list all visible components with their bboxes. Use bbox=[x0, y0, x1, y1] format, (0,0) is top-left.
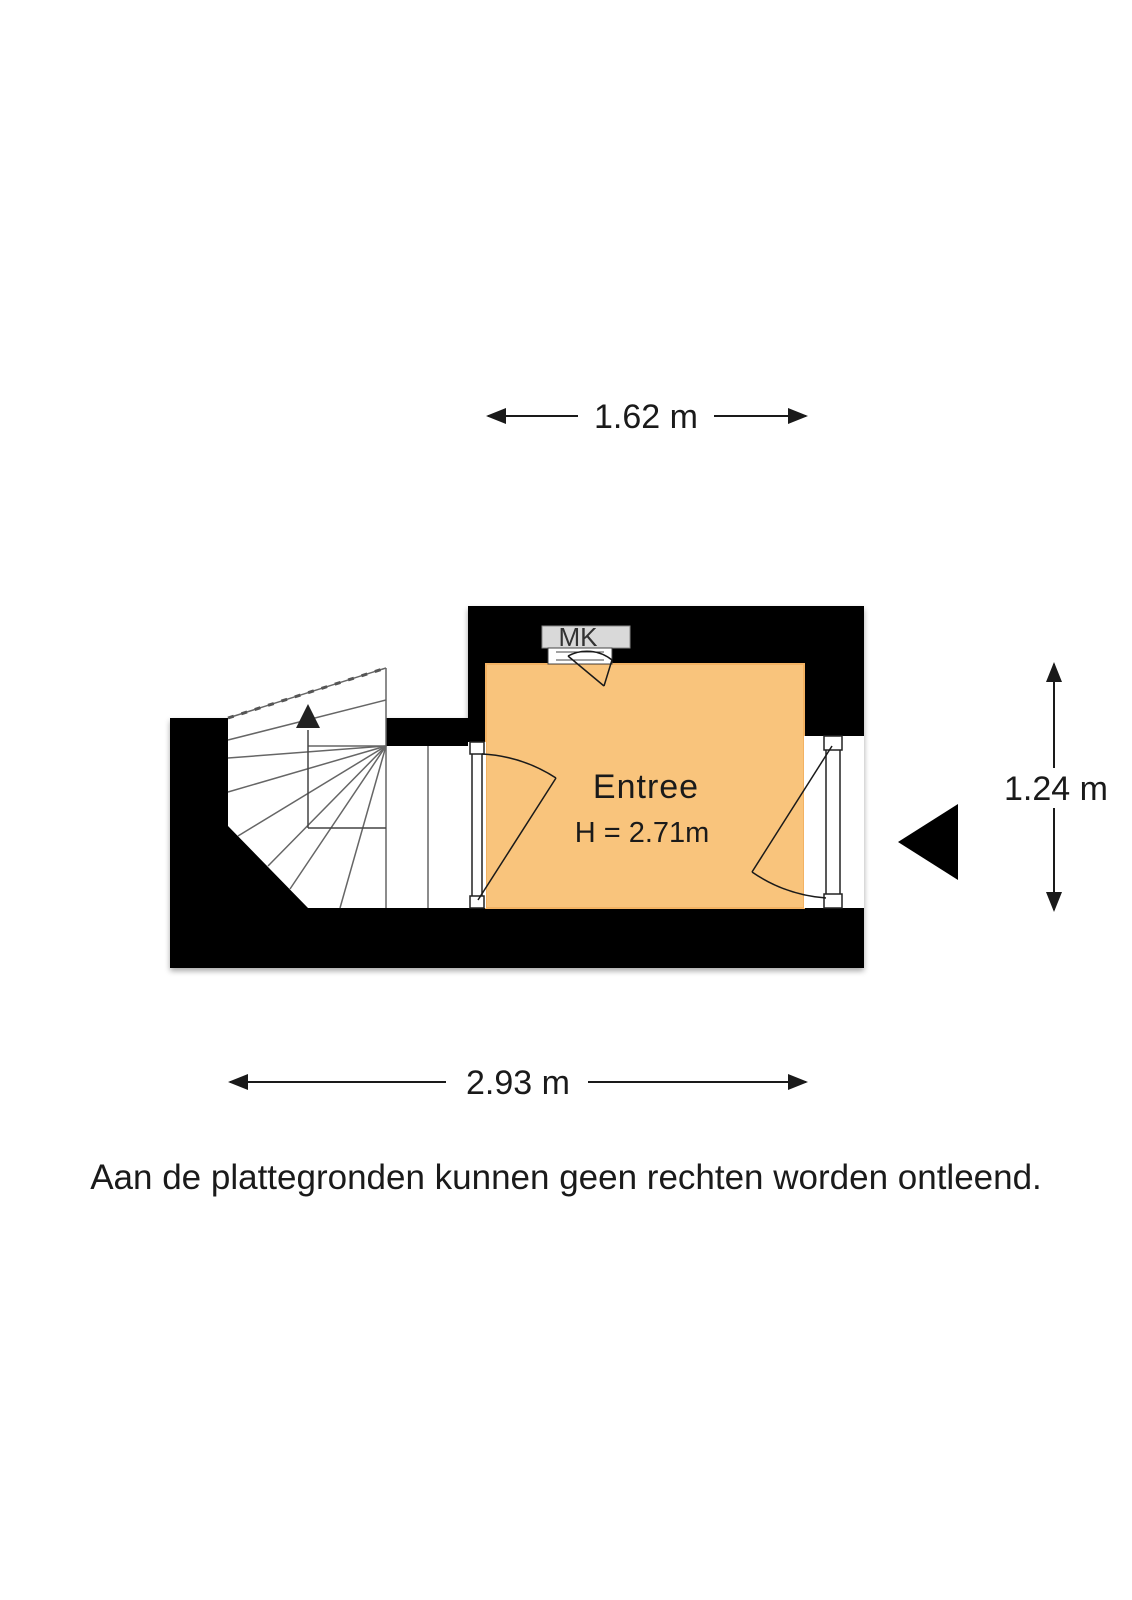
dimension-top-label: 1.62 m bbox=[594, 398, 698, 436]
staircase bbox=[227, 666, 468, 909]
meter-cupboard: MK bbox=[541, 622, 631, 687]
door-left bbox=[468, 741, 557, 909]
room-entree: Entree H = 2.71m bbox=[485, 663, 805, 909]
dimension-bottom-width: 2.93 m bbox=[228, 1064, 808, 1102]
left-triangle-icon bbox=[898, 804, 958, 880]
room-name-label: Entree bbox=[593, 768, 699, 806]
door-right bbox=[751, 735, 864, 909]
dimension-top-width: 1.62 m bbox=[486, 398, 808, 436]
meter-cupboard-label: MK bbox=[559, 622, 599, 652]
up-arrow-icon bbox=[296, 704, 320, 728]
room-height-label: H = 2.71m bbox=[575, 817, 710, 849]
dimension-right-height: 1.24 m bbox=[1004, 662, 1108, 912]
dimension-right-label: 1.24 m bbox=[1004, 770, 1108, 808]
disclaimer-text: Aan de plattegronden kunnen geen rechten… bbox=[90, 1158, 1042, 1197]
dimension-bottom-label: 2.93 m bbox=[466, 1064, 570, 1102]
